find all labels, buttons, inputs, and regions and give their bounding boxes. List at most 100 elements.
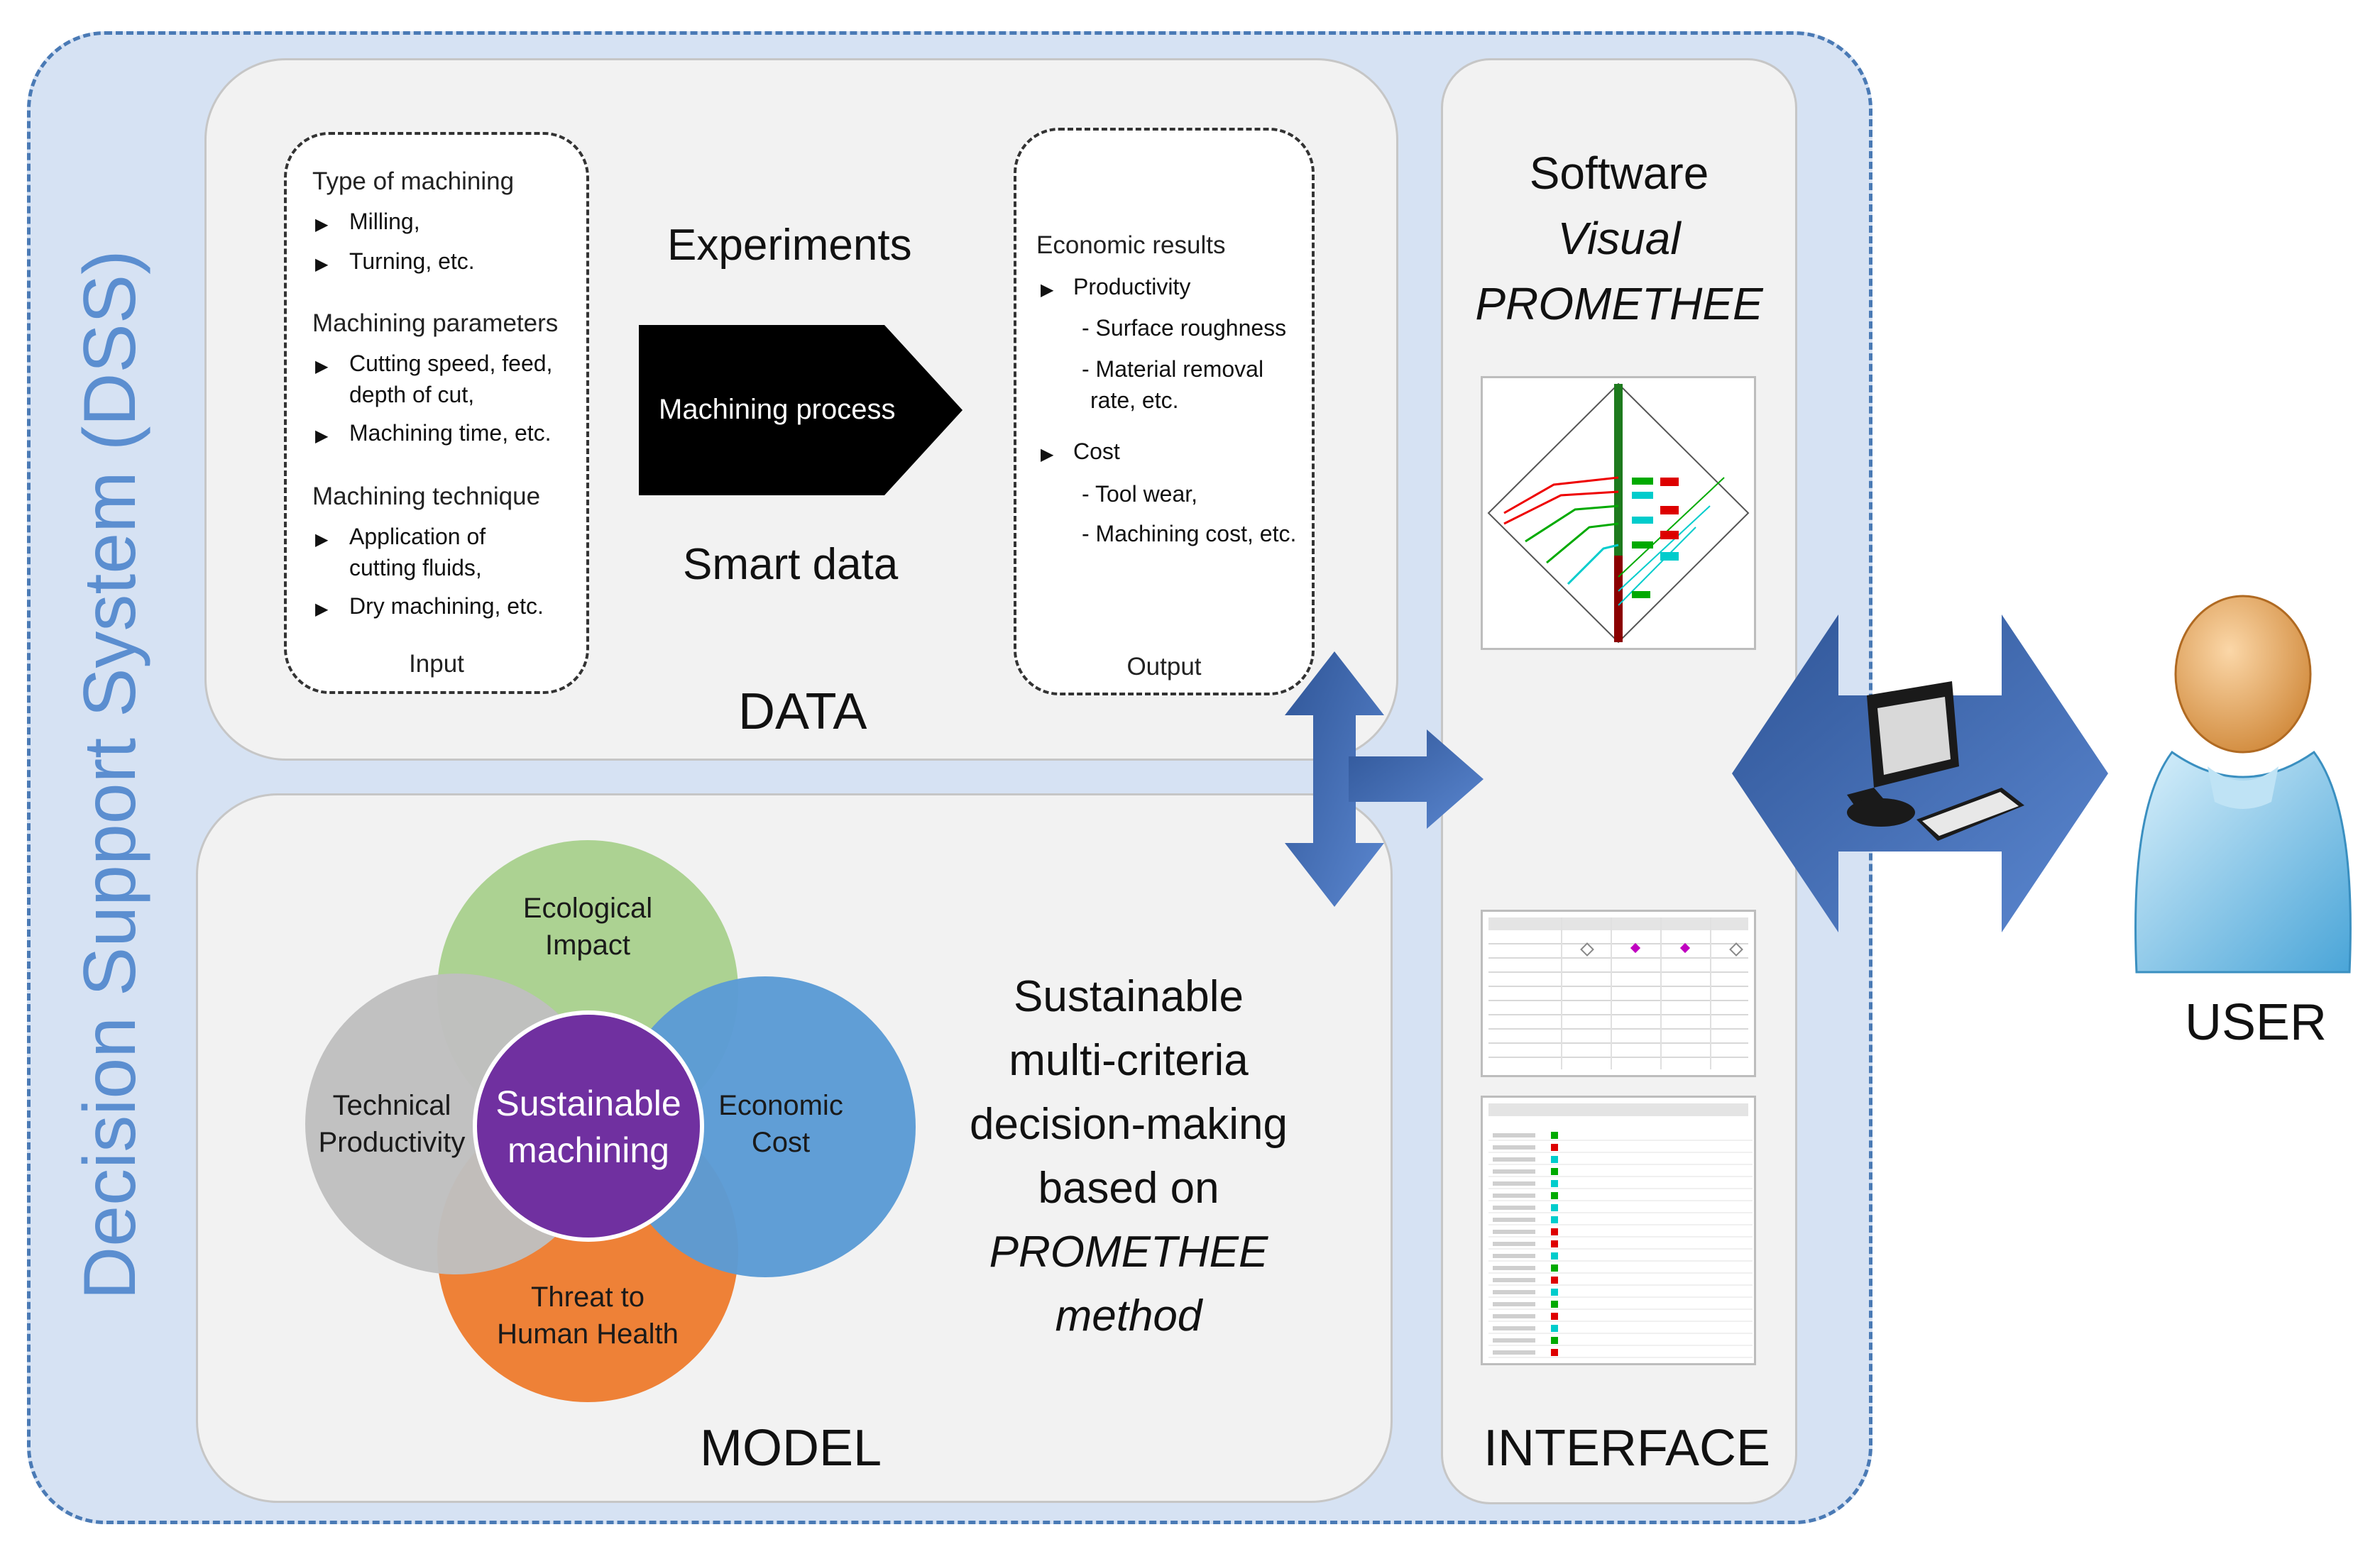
dss-title: Decision Support System (DSS) <box>69 250 151 1300</box>
input-heading-parameters: Machining parameters <box>312 309 559 337</box>
table-row-label <box>1493 1181 1535 1186</box>
bullet-triangle-icon: ▶ <box>1041 445 1054 464</box>
input-item: Dry machining, etc. <box>349 593 544 619</box>
table-header <box>1488 917 1748 930</box>
table-row-label <box>1493 1194 1535 1198</box>
venn-circle-sustainable <box>473 1010 704 1242</box>
table-row-marker <box>1551 1264 1558 1272</box>
table-row-marker <box>1551 1204 1558 1211</box>
output-productivity: Productivity <box>1073 274 1191 299</box>
table-row-label <box>1493 1266 1535 1270</box>
table-row-label <box>1493 1145 1535 1150</box>
smart-data-label: Smart data <box>683 540 899 589</box>
input-heading-technique: Machining technique <box>312 483 541 510</box>
table-row-label <box>1493 1350 1535 1355</box>
table-row-marker <box>1551 1277 1558 1284</box>
promethee-plot-screenshot <box>1481 376 1756 650</box>
input-heading-type: Type of machining <box>312 167 515 195</box>
input-item: cutting fluids, <box>349 555 482 580</box>
table-row-marker <box>1551 1240 1558 1247</box>
table-row-label <box>1493 1218 1535 1222</box>
machining-process-label: Machining process <box>659 394 896 425</box>
table-row-marker <box>1551 1301 1558 1308</box>
model-label: MODEL <box>700 1420 882 1477</box>
bullet-triangle-icon: ▶ <box>315 255 329 274</box>
output-item: - Material removal <box>1082 356 1264 382</box>
diamond-icon <box>1630 942 1641 954</box>
table-row-marker <box>1551 1313 1558 1320</box>
table-row-label <box>1493 1242 1535 1246</box>
table-row-marker <box>1551 1252 1558 1260</box>
table-row-label <box>1493 1302 1535 1306</box>
table-row <box>1488 957 1748 959</box>
table-row <box>1488 1028 1748 1030</box>
table-row <box>1488 1042 1748 1044</box>
output-cost: Cost <box>1073 439 1120 464</box>
input-item: Application of <box>349 524 486 549</box>
table-row-marker <box>1551 1228 1558 1235</box>
bullet-triangle-icon: ▶ <box>315 215 329 234</box>
table-row-label <box>1493 1206 1535 1210</box>
output-item: - Surface roughness <box>1082 315 1287 341</box>
table-row-marker <box>1551 1168 1558 1175</box>
table-row-label <box>1493 1254 1535 1258</box>
table-row <box>1488 1057 1748 1058</box>
computer-icon <box>1847 681 2024 841</box>
output-item: rate, etc. <box>1090 387 1179 413</box>
machining-process-arrow <box>639 325 963 495</box>
output-heading: Economic results <box>1036 231 1226 259</box>
table-row-marker <box>1551 1144 1558 1151</box>
input-item: Milling, <box>349 209 420 234</box>
output-box: Economic results ▶ Productivity - Surfac… <box>1014 128 1315 695</box>
table-row-label <box>1493 1314 1535 1318</box>
table-row-label <box>1493 1278 1535 1282</box>
input-item: Cutting speed, feed, <box>349 351 553 376</box>
table-row-marker <box>1551 1337 1558 1344</box>
bullet-triangle-icon: ▶ <box>315 600 329 619</box>
table-header <box>1488 1103 1748 1116</box>
table-row-marker <box>1551 1216 1558 1223</box>
output-item: - Tool wear, <box>1082 481 1198 507</box>
table-row-label <box>1493 1133 1535 1137</box>
table-row <box>1488 943 1748 944</box>
table-row-label <box>1493 1338 1535 1343</box>
table-row-label <box>1493 1230 1535 1234</box>
bullet-triangle-icon: ▶ <box>1041 280 1054 299</box>
table-row-marker <box>1551 1156 1558 1163</box>
diamond-icon <box>1580 942 1594 957</box>
table-column <box>1611 917 1612 1069</box>
bullet-triangle-icon: ▶ <box>315 357 329 376</box>
table-row-label <box>1493 1290 1535 1294</box>
table-row <box>1488 986 1748 987</box>
input-caption: Input <box>409 650 464 678</box>
user-icon <box>2134 595 2352 974</box>
data-label: DATA <box>738 683 867 740</box>
diamond-icon <box>1679 942 1691 954</box>
table-row-marker <box>1551 1289 1558 1296</box>
input-box: Type of machining ▶ Milling, ▶ Turning, … <box>284 132 589 694</box>
table-row <box>1488 1014 1748 1015</box>
connector-arrow <box>1285 651 1484 907</box>
input-item: Machining time, etc. <box>349 420 552 446</box>
interface-label: INTERFACE <box>1484 1420 1771 1477</box>
promethee-criteria-table <box>1481 910 1756 1077</box>
model-description: Sustainable multi-criteria decision-maki… <box>970 972 1288 1340</box>
output-item: - Machining cost, etc. <box>1082 521 1297 546</box>
table-row <box>1488 971 1748 973</box>
table-row <box>1488 1000 1748 1001</box>
table-row-label <box>1493 1157 1535 1162</box>
bullet-triangle-icon: ▶ <box>315 530 329 549</box>
table-row-marker <box>1551 1349 1558 1356</box>
diamond-icon <box>1729 942 1743 957</box>
output-caption: Output <box>1126 653 1202 680</box>
user-label: USER <box>2185 994 2327 1051</box>
evaluations-rows <box>1488 1132 1753 1358</box>
promethee-plot-graphic <box>1487 382 1750 644</box>
table-row-marker <box>1551 1192 1558 1199</box>
table-column <box>1660 917 1662 1069</box>
